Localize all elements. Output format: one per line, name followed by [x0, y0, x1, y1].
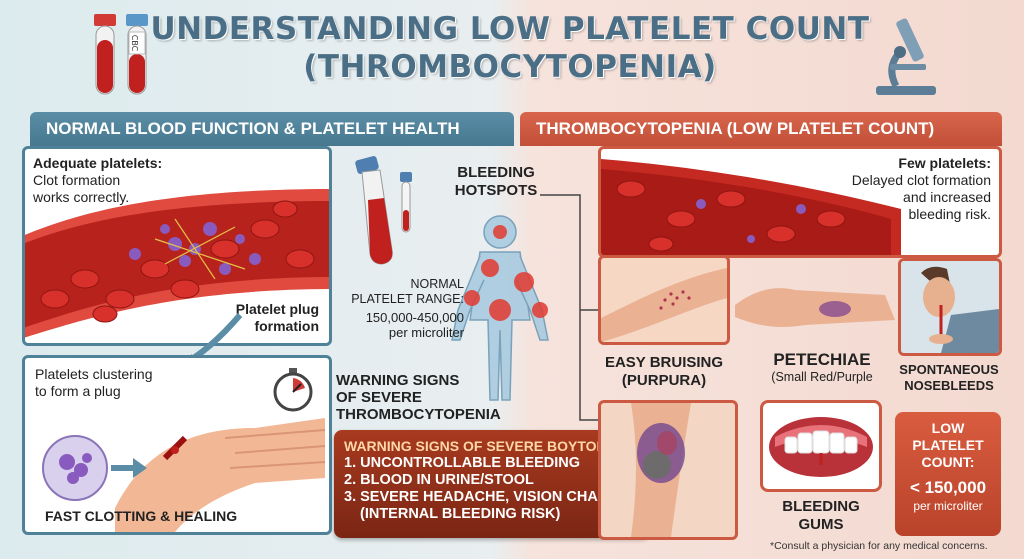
few-title: Few platelets: [898, 155, 991, 171]
few-line-1: Delayed clot formation [851, 172, 991, 188]
page-title: UNDERSTANDING LOW PLATELET COUNT (THROMB… [150, 10, 870, 86]
normal-range-line-2: PLATELET RANGE: [351, 292, 464, 306]
hotspots-line-1: BLEEDING [457, 164, 535, 181]
warning-heading-line-2: OF SEVERE [336, 389, 422, 406]
low-value: < 150,000 [909, 478, 987, 497]
hotspots-line-2: HOTSPOTS [454, 182, 538, 199]
healthy-vessel-illustration [25, 189, 329, 338]
blood-tube-illustration [355, 156, 412, 265]
plug-line-2: formation [254, 318, 319, 334]
normal-range-line-1: NORMAL [410, 277, 464, 291]
low-line-3: COUNT: [921, 454, 975, 470]
platelet-cluster-text: Platelets clustering to form a plug [35, 366, 153, 400]
few-line-3: bleeding risk. [908, 206, 992, 222]
petechiae-title: PETECHIAE [773, 350, 871, 369]
footnote: *Consult a physician for any medical con… [770, 540, 988, 552]
human-body-illustration [451, 215, 549, 401]
nosebleeds-line-2: NOSEBLEEDS [904, 378, 994, 393]
petechiae-label: PETECHIAE (Small Red/Purple [752, 350, 892, 384]
gums-panel [760, 400, 882, 492]
stopwatch-icon [273, 368, 313, 412]
nosebleed-person-illustration [901, 261, 999, 353]
normal-vessel-panel: Adequate platelets: Clot formation works… [22, 146, 332, 346]
connector-lines [540, 194, 600, 421]
adequate-text-1: Clot formation [33, 172, 121, 188]
nosebleeds-line-1: SPONTANEOUS [899, 362, 999, 377]
warning-signs-box: WARNING SIGNS OF SEVERE BOYTOPENIA 1. UN… [334, 430, 650, 538]
platelet-plug-label: Platelet plug formation [221, 299, 321, 337]
bruising-line-2: (PURPURA) [621, 372, 707, 389]
range-unit: per microliter [388, 325, 464, 340]
plug-line-1: Platelet plug [235, 301, 319, 317]
normal-range-text: NORMAL PLATELET RANGE: 150,000-450,000 p… [334, 277, 464, 340]
bleeding-gums-label: BLEEDING GUMS [760, 498, 882, 534]
cluster-line-2: to form a plug [35, 383, 121, 399]
low-line-1: LOW [931, 420, 965, 436]
warning-heading-line-1: WARNING SIGNS [336, 372, 460, 389]
few-platelets-text: Few platelets: Delayed clot formation an… [852, 155, 991, 223]
right-section-banner: THROMBOCYTOPENIA (LOW PLATELET COUNT) [520, 112, 1002, 146]
low-platelet-count-box: LOW PLATELET COUNT: < 150,000 per microl… [895, 412, 1001, 536]
warning-item-1: 1. UNCONTROLLABLE BLEEDING [344, 455, 581, 471]
petechiae-sub: (Small Red/Purple [771, 370, 873, 384]
low-line-2: PLATELET [912, 437, 984, 453]
adequate-title: Adequate platelets: [33, 155, 163, 171]
low-platelet-vessel-illustration [601, 159, 901, 255]
leg-bruise-panel [598, 400, 738, 540]
bruising-line-1: EASY BRUISING [604, 354, 724, 371]
title-line-1: UNDERSTANDING LOW PLATELET COUNT [150, 11, 870, 47]
warning-box-title: WARNING SIGNS OF SEVERE BOYTOPENIA [344, 438, 640, 454]
warning-heading-line-3: THROMBOCYTOPENIA [336, 406, 501, 423]
test-tubes-icon: CBC [94, 14, 148, 95]
low-platelet-vessel-panel: Few platelets: Delayed clot formation an… [598, 146, 1002, 258]
title-line-2: (THROMBOCYTOPENIA) [303, 49, 717, 85]
warning-item-3-note: (INTERNAL BLEEDING RISK) [360, 506, 561, 522]
bleeding-gums-illustration [769, 417, 873, 477]
petechiae-hand-illustration [735, 288, 895, 328]
warning-item-2: 2. BLOOD IN URINE/STOOL [344, 472, 534, 488]
bleeding-hotspots-label: BLEEDING HOTSPOTS [446, 164, 546, 200]
nosebleed-panel [898, 258, 1002, 356]
bruising-panel [598, 255, 730, 345]
cluster-line-1: Platelets clustering [35, 366, 153, 382]
tube-label: CBC [130, 35, 139, 52]
bruised-arm-illustration [601, 268, 727, 342]
gums-line-1: BLEEDING [782, 498, 860, 515]
bruised-leg-illustration [631, 403, 691, 537]
low-unit: per microliter [913, 499, 983, 513]
microscope-icon [876, 18, 936, 95]
warning-heading: WARNING SIGNS OF SEVERE THROMBOCYTOPENIA [336, 372, 501, 423]
wound-healing-panel: Platelets clustering to form a plug FAST… [22, 355, 332, 535]
nosebleeds-label: SPONTANEOUS NOSEBLEEDS [890, 362, 1008, 394]
easy-bruising-label: EASY BRUISING (PURPURA) [602, 354, 726, 390]
gums-line-2: GUMS [798, 516, 844, 533]
left-section-banner: NORMAL BLOOD FUNCTION & PLATELET HEALTH [30, 112, 514, 146]
hand-wound-illustration [42, 418, 326, 532]
warning-item-3: 3. SEVERE HEADACHE, VISION CHANGES [344, 489, 639, 505]
range-value: 150,000-450,000 [365, 310, 464, 325]
few-line-2: and increased [903, 189, 991, 205]
adequate-text-2: works correctly. [33, 189, 130, 205]
adequate-platelets-text: Adequate platelets: Clot formation works… [33, 155, 162, 206]
fast-clotting-label: FAST CLOTTING & HEALING [45, 508, 238, 524]
